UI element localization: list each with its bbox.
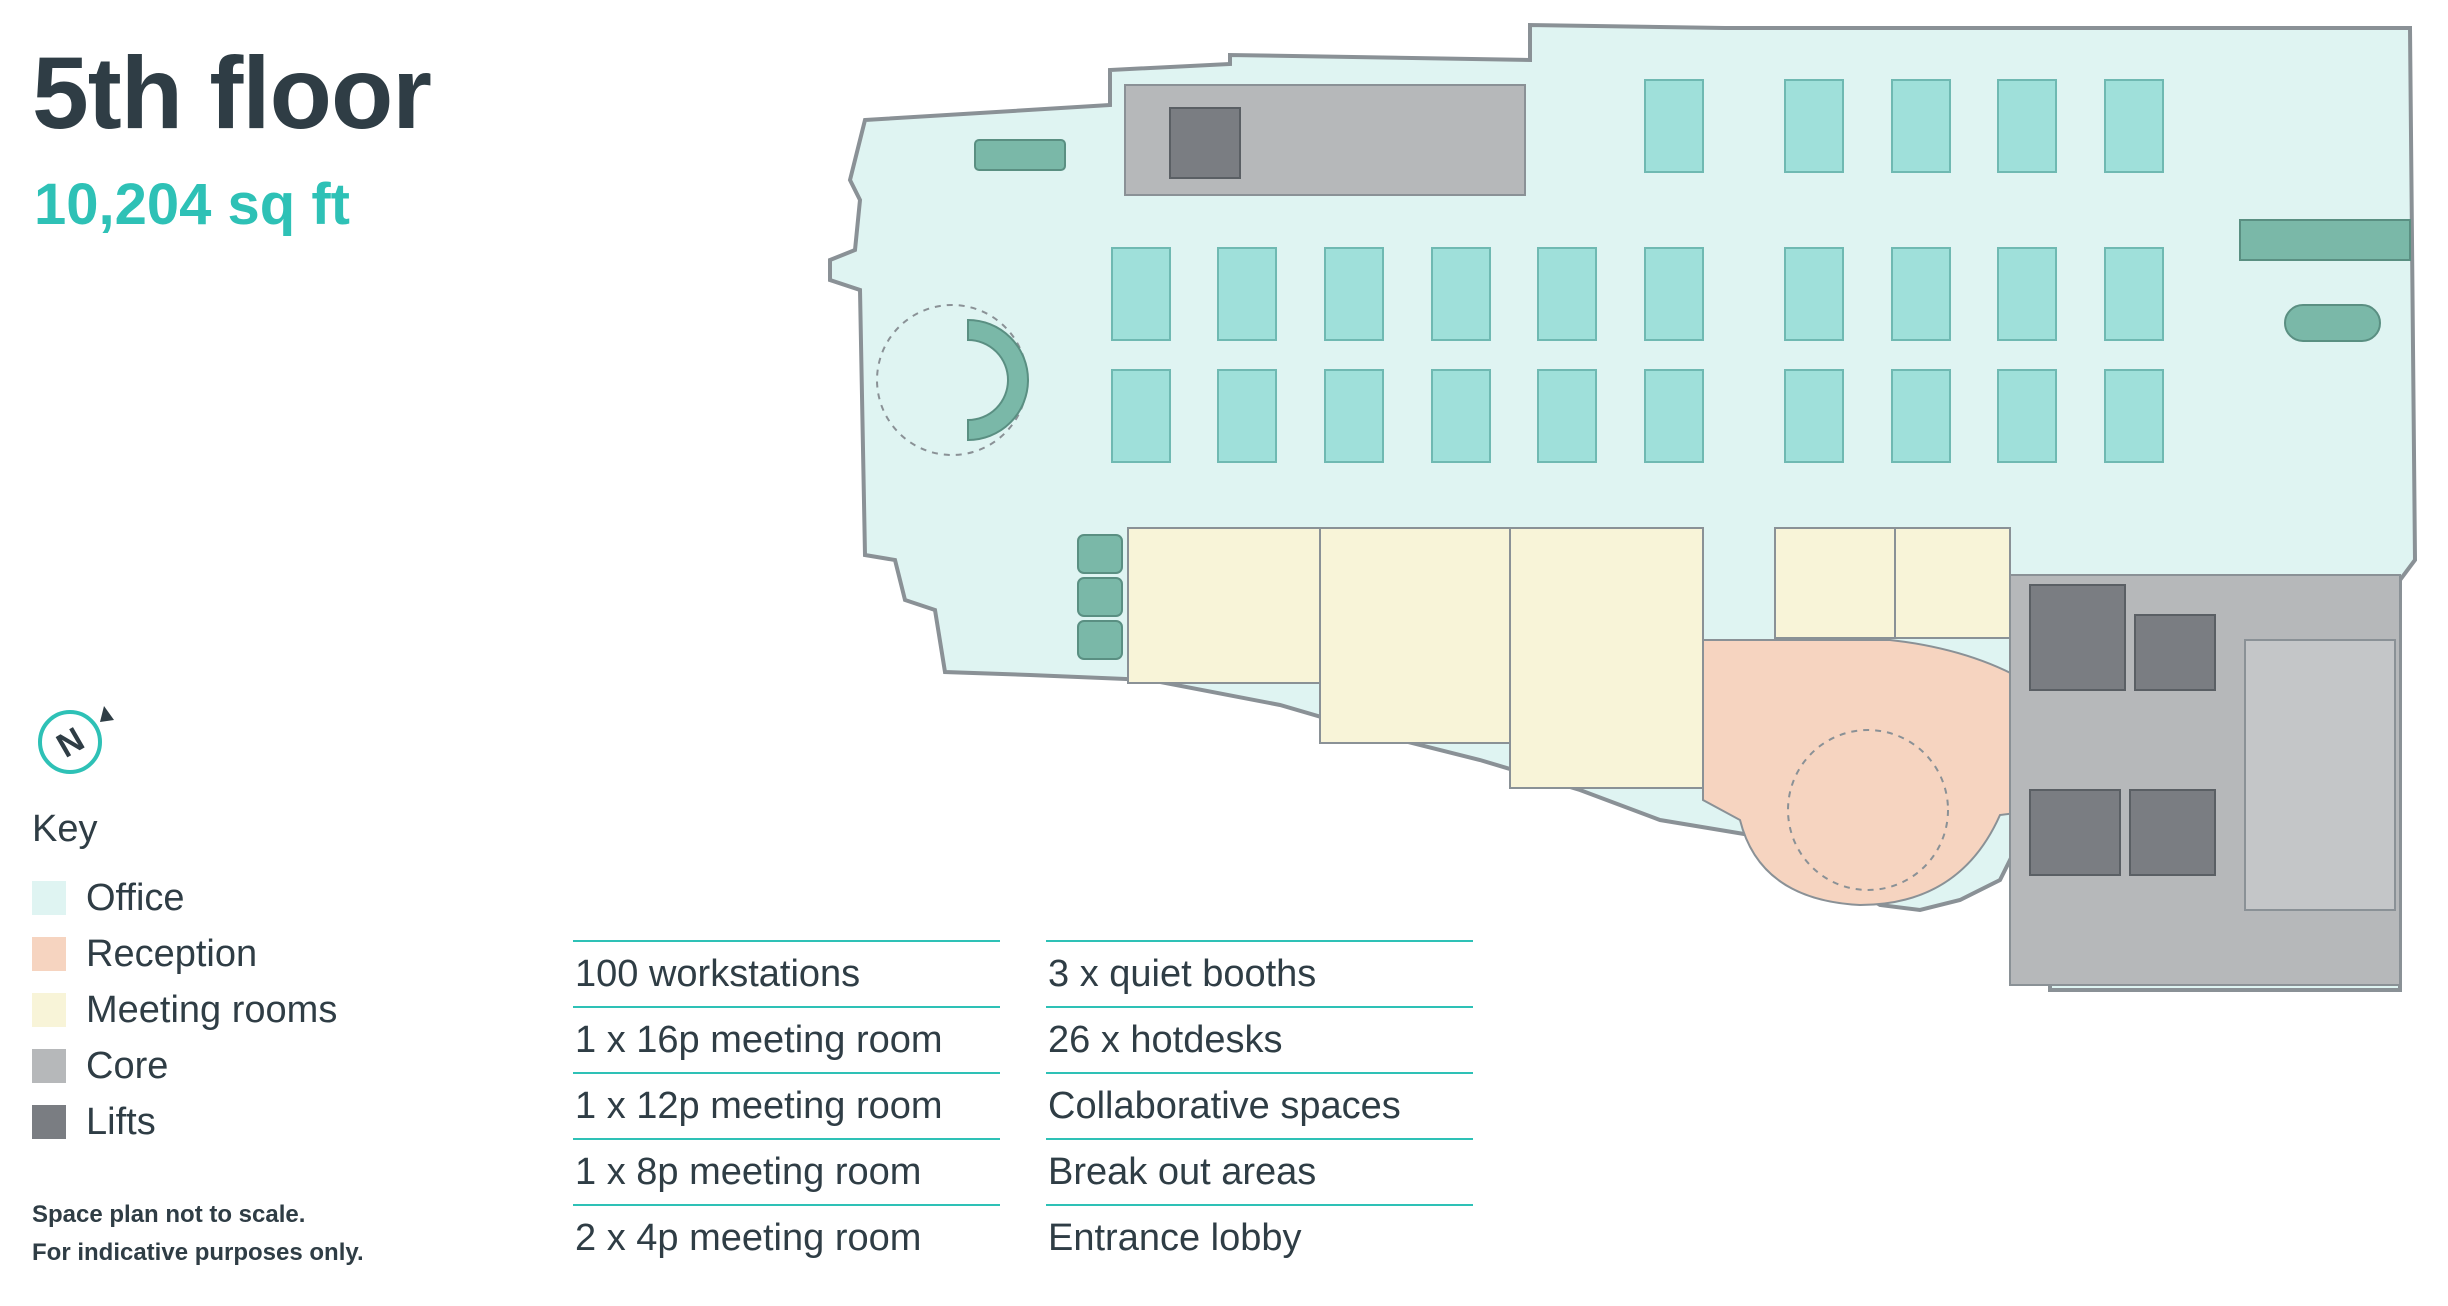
desk-cluster bbox=[1891, 247, 1951, 341]
spec-item: 1 x 12p meeting room bbox=[573, 1072, 1000, 1138]
desk-cluster bbox=[1644, 247, 1704, 341]
desk-cluster bbox=[1324, 247, 1384, 341]
spec-list-left: 100 workstations 1 x 16p meeting room 1 … bbox=[573, 940, 1000, 1270]
desk-cluster bbox=[2104, 247, 2164, 341]
desk-cluster bbox=[2104, 79, 2164, 173]
meeting-room-8p bbox=[1509, 527, 1704, 789]
meeting-room-4p-b bbox=[1894, 527, 2011, 639]
desk-cluster bbox=[2104, 369, 2164, 463]
desk-cluster bbox=[1997, 369, 2057, 463]
spec-item: Entrance lobby bbox=[1046, 1204, 1473, 1270]
lift-1 bbox=[2029, 584, 2126, 691]
disclaimer: Space plan not to scale. For indicative … bbox=[32, 1196, 364, 1272]
spec-item: 1 x 8p meeting room bbox=[573, 1138, 1000, 1204]
desk-cluster bbox=[1784, 79, 1844, 173]
floor-area: 10,204 sq ft bbox=[34, 172, 350, 237]
swatch-office bbox=[32, 881, 66, 915]
collab-table-right bbox=[2284, 304, 2381, 342]
meeting-room-12p bbox=[1319, 527, 1511, 744]
lift-3 bbox=[2029, 789, 2121, 876]
floor-plan bbox=[828, 22, 2418, 992]
disclaimer-line-1: Space plan not to scale. bbox=[32, 1201, 306, 1228]
spec-item: Break out areas bbox=[1046, 1138, 1473, 1204]
key-item-meeting-rooms: Meeting rooms bbox=[32, 982, 337, 1038]
spec-item: Collaborative spaces bbox=[1046, 1072, 1473, 1138]
lift-top bbox=[1169, 107, 1241, 179]
quiet-booth bbox=[1077, 620, 1123, 660]
swatch-meeting-rooms bbox=[32, 993, 66, 1027]
desk-cluster bbox=[1431, 369, 1491, 463]
desk-cluster bbox=[1111, 369, 1171, 463]
collab-table bbox=[974, 139, 1066, 171]
spec-item: 2 x 4p meeting room bbox=[573, 1204, 1000, 1270]
spec-item: 100 workstations bbox=[573, 940, 1000, 1006]
desk-cluster bbox=[1217, 369, 1277, 463]
lift-2 bbox=[2134, 614, 2216, 691]
swatch-reception bbox=[32, 937, 66, 971]
disclaimer-line-2: For indicative purposes only. bbox=[32, 1239, 364, 1266]
collab-bench bbox=[2239, 219, 2411, 261]
meeting-room-16p bbox=[1127, 527, 1321, 684]
desk-cluster bbox=[1784, 247, 1844, 341]
desk-cluster bbox=[1111, 247, 1171, 341]
desk-cluster bbox=[1537, 247, 1597, 341]
spec-item: 26 x hotdesks bbox=[1046, 1006, 1473, 1072]
desk-cluster bbox=[1431, 247, 1491, 341]
key-label: Meeting rooms bbox=[86, 988, 338, 1031]
reception-lounge bbox=[1787, 729, 1949, 891]
key-item-lifts: Lifts bbox=[32, 1094, 337, 1150]
key-item-reception: Reception bbox=[32, 926, 337, 982]
desk-cluster bbox=[1784, 369, 1844, 463]
key-title: Key bbox=[32, 808, 98, 850]
core-wc bbox=[2244, 639, 2396, 911]
lift-4 bbox=[2129, 789, 2216, 876]
quiet-booth bbox=[1077, 577, 1123, 617]
swatch-core bbox=[32, 1049, 66, 1083]
breakout-sofa bbox=[967, 318, 1029, 442]
key-item-office: Office bbox=[32, 870, 337, 926]
key-label: Lifts bbox=[86, 1100, 156, 1143]
desk-cluster bbox=[1644, 369, 1704, 463]
svg-text:N: N bbox=[50, 720, 90, 765]
key-label: Reception bbox=[86, 932, 258, 975]
desk-cluster bbox=[1891, 79, 1951, 173]
desk-cluster bbox=[1997, 247, 2057, 341]
desk-cluster bbox=[1644, 79, 1704, 173]
workstations bbox=[1111, 79, 2164, 463]
key-item-core: Core bbox=[32, 1038, 337, 1094]
desk-cluster bbox=[1324, 369, 1384, 463]
key-list: Office Reception Meeting rooms Core Lift… bbox=[32, 870, 337, 1150]
meeting-room-4p-a bbox=[1774, 527, 1896, 639]
desk-cluster bbox=[1217, 247, 1277, 341]
spec-item: 1 x 16p meeting room bbox=[573, 1006, 1000, 1072]
key-label: Core bbox=[86, 1044, 169, 1087]
reception-area bbox=[1702, 639, 2041, 907]
spec-list-right: 3 x quiet booths 26 x hotdesks Collabora… bbox=[1046, 940, 1473, 1270]
key-label: Office bbox=[86, 876, 185, 919]
desk-cluster bbox=[1997, 79, 2057, 173]
desk-cluster bbox=[1537, 369, 1597, 463]
spec-item: 3 x quiet booths bbox=[1046, 940, 1473, 1006]
desk-cluster bbox=[1891, 369, 1951, 463]
north-compass-icon: N bbox=[38, 706, 114, 774]
swatch-lifts bbox=[32, 1105, 66, 1139]
quiet-booth bbox=[1077, 534, 1123, 574]
page-title: 5th floor bbox=[32, 36, 432, 150]
